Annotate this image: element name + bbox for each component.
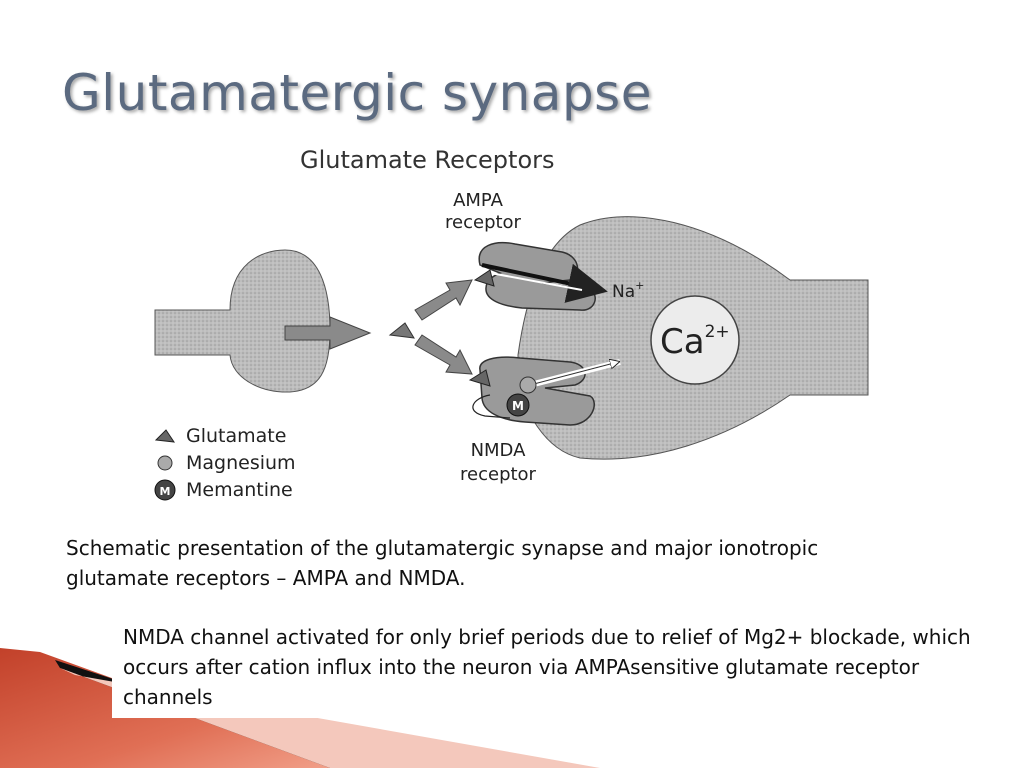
figure-caption: Schematic presentation of the glutamater…	[66, 533, 926, 593]
svg-text:M: M	[512, 399, 524, 413]
synapse-diagram: Glutamate Receptors M	[150, 140, 870, 512]
slide-title: Glutamatergic synapse	[62, 64, 652, 122]
legend-memantine-label: Memantine	[186, 479, 293, 501]
arrow-to-nmda	[415, 335, 472, 374]
arrow-to-ampa	[415, 280, 472, 320]
note-box: NMDA channel activated for only brief pe…	[112, 618, 982, 718]
legend-glutamate-symbol	[156, 430, 174, 442]
presynaptic-terminal	[155, 250, 330, 392]
nmda-label-line2: receptor	[460, 464, 537, 485]
ampa-label-line1: AMPA	[453, 190, 504, 211]
legend-glutamate-label: Glutamate	[186, 425, 286, 447]
ampa-label-line2: receptor	[445, 212, 522, 233]
nmda-label-line1: NMDA	[471, 440, 527, 461]
figure-heading: Glutamate Receptors	[300, 146, 555, 174]
glutamate-molecule	[390, 323, 414, 338]
magnesium-ion	[520, 377, 536, 393]
legend-magnesium-label: Magnesium	[186, 452, 296, 474]
note-text: NMDA channel activated for only brief pe…	[123, 622, 978, 712]
svg-text:M: M	[160, 485, 171, 498]
legend: Glutamate Magnesium M Memantine	[155, 425, 296, 501]
legend-magnesium-symbol	[158, 456, 172, 470]
